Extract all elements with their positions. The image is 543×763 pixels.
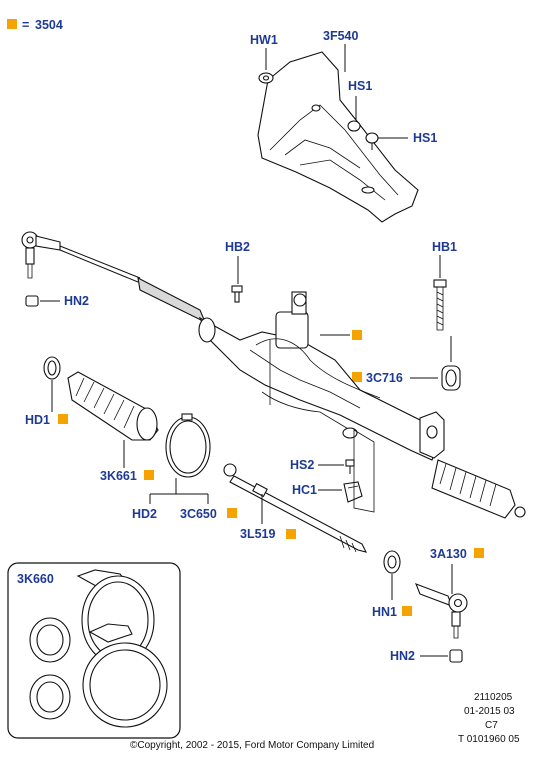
bolt-hb2: [231, 285, 243, 303]
bellows-boot-3k661: [67, 371, 159, 468]
label-hb2: HB2: [225, 240, 250, 254]
clamp-hd1: [43, 356, 61, 412]
washer-hw1: [258, 72, 274, 84]
nut-hn1: [383, 550, 401, 600]
label-3c716: 3C716: [366, 371, 403, 385]
label-3c650: 3C650: [180, 507, 217, 521]
inner-tie-rod-3l519: [223, 463, 368, 553]
ref-code-4: T 0101960 05: [458, 734, 520, 745]
label-hs1-right: HS1: [413, 131, 437, 145]
tie-rod-end-left: [21, 231, 141, 283]
label-hn2-right: HN2: [390, 649, 415, 663]
label-hn2-left: HN2: [64, 294, 89, 308]
label-3a130: 3A130: [430, 547, 467, 561]
label-3l519: 3L519: [240, 527, 275, 541]
nut-hn2-right: [420, 649, 463, 663]
screw-hs2: [345, 459, 355, 474]
label-3k660: 3K660: [17, 572, 54, 586]
label-hd2: HD2: [132, 507, 157, 521]
legend-symbol: [7, 19, 17, 29]
nut-hn2-left: [25, 295, 60, 307]
label-hb1: HB1: [432, 240, 457, 254]
clip-hc1: [343, 481, 363, 503]
label-hw1: HW1: [250, 33, 278, 47]
label-3f540: 3F540: [323, 29, 358, 43]
ref-code-3: C7: [485, 720, 498, 731]
inset-kit-3k660: [7, 562, 181, 739]
legend-code: 3504: [35, 18, 63, 32]
tie-rod-end-3a130: [415, 583, 468, 639]
bolt-hb1: [433, 279, 447, 331]
bushing-3c716: [441, 336, 461, 391]
legend-equals: =: [22, 18, 29, 32]
heat-shield-3f540: [257, 51, 419, 223]
label-hc1: HC1: [292, 483, 317, 497]
ref-code-2: 01-2015 03: [464, 706, 515, 717]
bellows-boot-right: [431, 459, 526, 519]
steering-rack: [137, 277, 445, 461]
label-hn1: HN1: [372, 605, 397, 619]
label-hd1: HD1: [25, 413, 50, 427]
label-hs2: HS2: [290, 458, 314, 472]
label-3k661: 3K661: [100, 469, 137, 483]
label-hs1-top: HS1: [348, 79, 372, 93]
clamp-ring-3c650: [165, 413, 211, 478]
copyright: ©Copyright, 2002 - 2015, Ford Motor Comp…: [130, 740, 374, 751]
ref-code-1: 2110205: [474, 692, 513, 703]
